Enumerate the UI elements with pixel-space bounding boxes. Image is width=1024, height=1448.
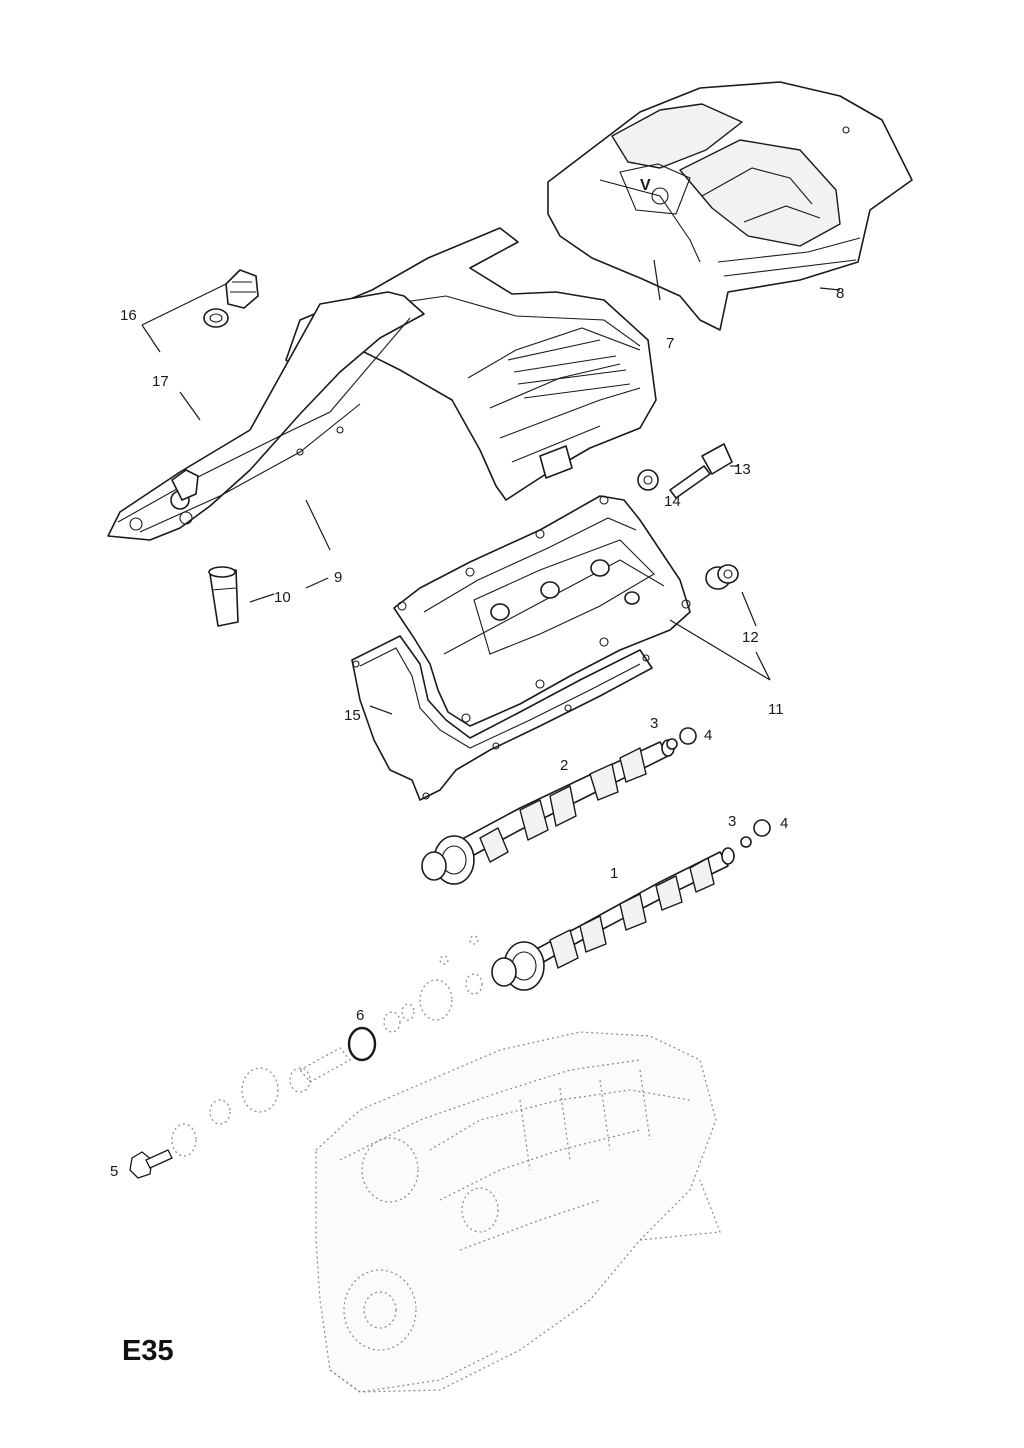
callout-4-upper: 4 [704,727,712,744]
callout-6: 6 [356,1007,364,1024]
engine-block-ghost [315,1031,721,1393]
callout-1: 1 [610,865,618,882]
callout-2: 2 [560,757,568,774]
callout-11: 11 [768,701,784,718]
plug-part-4-upper [679,727,697,745]
washer-part-14 [637,469,659,491]
cover-gasket-part-15 [351,635,653,801]
callout-labels: 16 17 7 8 13 14 9 10 12 11 15 3 4 2 3 4 … [110,285,844,1180]
left-cover-trim-part-9 [107,291,425,541]
camshaft-part-1 [491,847,735,991]
camshaft-part-2 [421,739,675,885]
callout-10: 10 [274,589,291,606]
callout-9: 9 [334,569,342,586]
page-code-label: E35 [122,1335,174,1367]
oil-filler-cap-part-16 [225,269,259,309]
plug-seal-part-3-upper [666,738,678,750]
callout-15: 15 [344,707,361,724]
grommet-part-12 [705,564,739,590]
callout-13: 13 [734,461,751,478]
callout-3-lower: 3 [728,813,736,830]
stud-bolt-part-13 [669,443,733,499]
leader-lines [141,259,841,715]
plug-part-4-lower [753,819,771,837]
callout-5: 5 [110,1163,118,1180]
callout-17: 17 [152,373,169,390]
callout-7: 7 [666,335,674,352]
timing-parts-ghost [171,935,483,1157]
plug-seal-part-3-lower [740,836,752,848]
callout-4-lower: 4 [780,815,788,832]
tube-part-10 [208,566,239,627]
v6-logo: V [640,177,651,194]
callout-3-upper: 3 [650,715,658,732]
bolt-part-5 [129,1149,173,1179]
cap-seal-part-17 [203,308,229,328]
callout-8: 8 [836,285,844,302]
callout-12: 12 [742,629,759,646]
callout-16: 16 [120,307,137,324]
engine-cover-part-8: V [547,81,913,331]
o-ring-part-6 [347,1026,377,1062]
callout-14: 14 [664,493,681,510]
cylinder-head-cover-part-11 [393,495,691,727]
